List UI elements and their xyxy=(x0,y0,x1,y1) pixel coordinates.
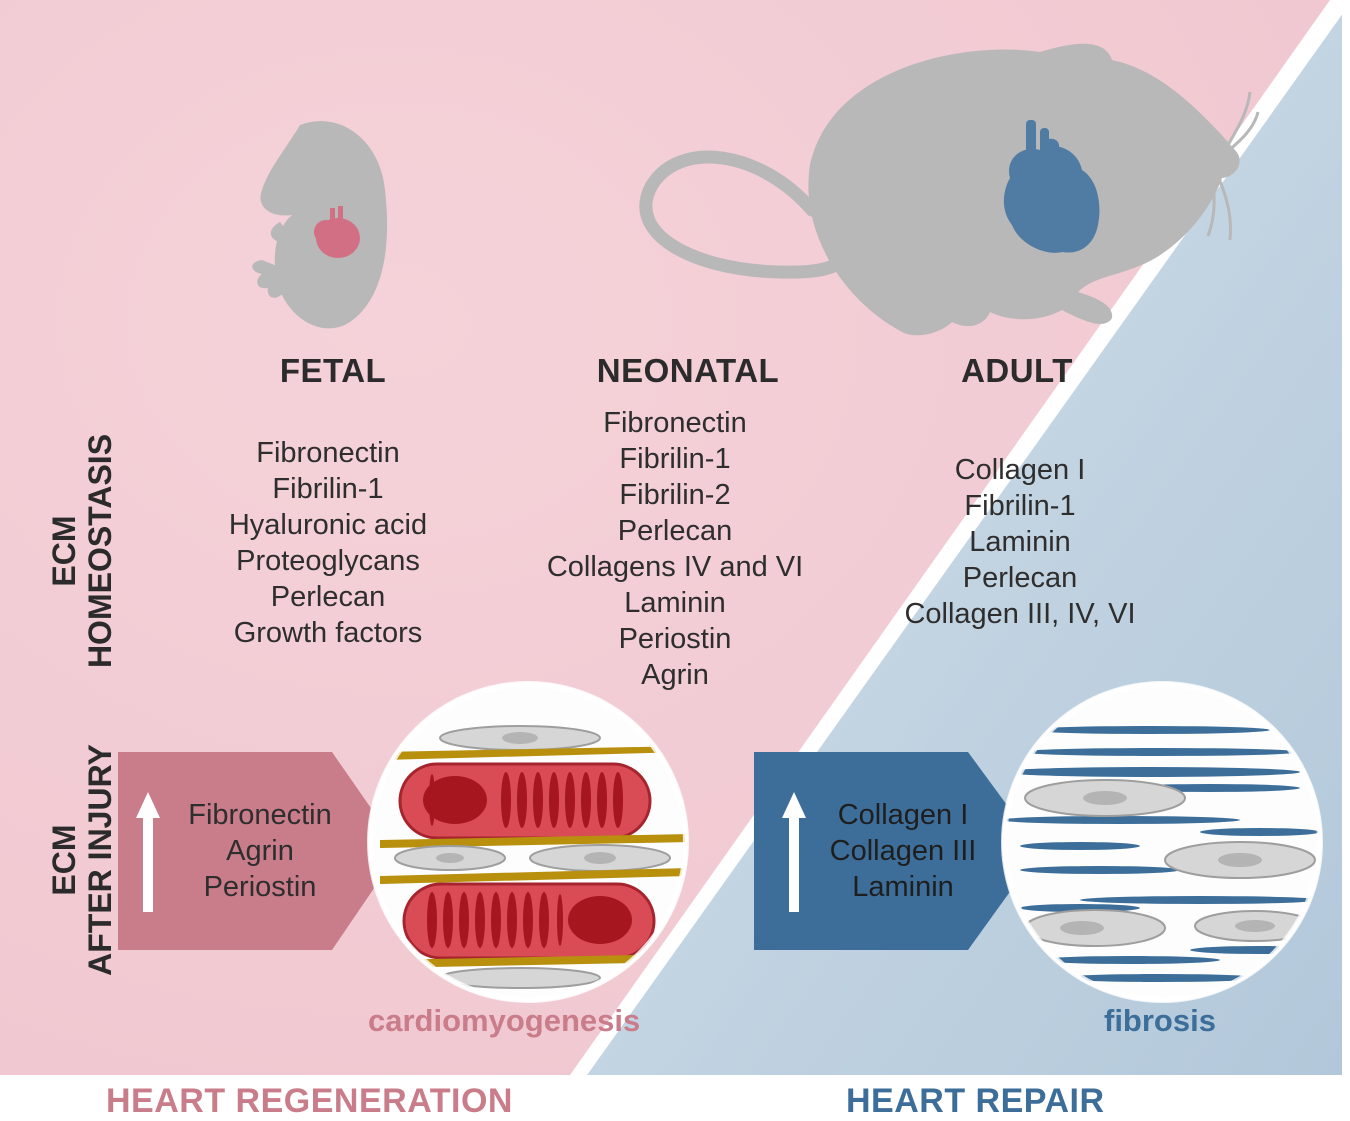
list-item: Agrin xyxy=(226,835,294,867)
regeneration-arrow-shape xyxy=(118,752,400,950)
list-item: Collagen I xyxy=(954,454,1086,486)
list-item: Laminin xyxy=(624,587,726,619)
mouse-whiskers xyxy=(1206,91,1260,241)
list-item: Collagen I xyxy=(837,799,969,831)
list-item: Perlecan xyxy=(617,515,733,547)
list-item: Periostin xyxy=(203,871,317,903)
list-item: Laminin xyxy=(969,526,1071,558)
neonatal-ecm-list: Fibronectin Fibrilin-1 Fibrilin-2 Perlec… xyxy=(505,405,845,693)
list-item: Fibrilin-1 xyxy=(619,443,731,475)
list-item: Perlecan xyxy=(270,581,386,613)
row-label-line: ECM xyxy=(46,824,82,896)
list-item: Agrin xyxy=(641,659,709,691)
regeneration-injury-list: Fibronectin Agrin Periostin xyxy=(170,797,350,905)
footer-heart-repair: HEART REPAIR xyxy=(846,1082,1105,1120)
up-arrow-icon xyxy=(782,792,806,912)
fetal-heart-icon xyxy=(314,206,360,258)
list-item: Hyaluronic acid xyxy=(228,509,428,541)
list-item: Fibronectin xyxy=(256,437,400,469)
footer-heart-regeneration: HEART REGENERATION xyxy=(106,1082,513,1120)
fetal-ecm-list: Fibronectin Fibrilin-1 Hyaluronic acid P… xyxy=(178,435,478,651)
fibrotic-tissue-illustration xyxy=(1001,681,1323,1003)
repair-injury-list: Collagen I Collagen III Laminin xyxy=(808,797,998,905)
adult-heart-icon xyxy=(1003,120,1100,253)
stage-title-neonatal: NEONATAL xyxy=(596,352,780,389)
list-item: Fibrilin-2 xyxy=(619,479,731,511)
stage-title-fetal: FETAL xyxy=(279,352,387,389)
repair-arrow-shape xyxy=(754,752,1040,950)
list-item: Fibrilin-1 xyxy=(272,473,384,505)
outcome-cardiomyogenesis: cardiomyogenesis xyxy=(368,1003,641,1038)
list-item: Fibronectin xyxy=(603,407,747,439)
list-item: Growth factors xyxy=(233,617,423,649)
list-item: Collagen III xyxy=(829,835,977,867)
adult-ecm-list: Collagen I Fibrilin-1 Laminin Perlecan C… xyxy=(870,452,1170,632)
list-item: Fibrilin-1 xyxy=(964,490,1076,522)
row-label-line: AFTER INJURY xyxy=(82,744,118,976)
up-arrow-icon xyxy=(136,792,160,912)
list-item: Fibronectin xyxy=(188,799,332,831)
list-item: Perlecan xyxy=(962,562,1078,594)
row-label-line: ECM xyxy=(46,515,82,587)
row-label-injury: ECM AFTER INJURY xyxy=(46,720,118,1000)
cardiomyocyte-tissue-illustration xyxy=(367,681,689,1003)
outcome-fibrosis: fibrosis xyxy=(1104,1003,1216,1038)
list-item: Collagens IV and VI xyxy=(546,551,804,583)
stage-title-adult: ADULT xyxy=(961,352,1073,389)
list-item: Periostin xyxy=(618,623,732,655)
row-label-homeostasis: ECM HOMEOSTASIS xyxy=(46,411,118,691)
mouse-tail xyxy=(639,150,847,279)
list-item: Laminin xyxy=(852,871,954,903)
list-item: Collagen III, IV, VI xyxy=(904,598,1136,630)
row-label-line: HOMEOSTASIS xyxy=(82,433,118,669)
list-item: Proteoglycans xyxy=(236,545,420,577)
